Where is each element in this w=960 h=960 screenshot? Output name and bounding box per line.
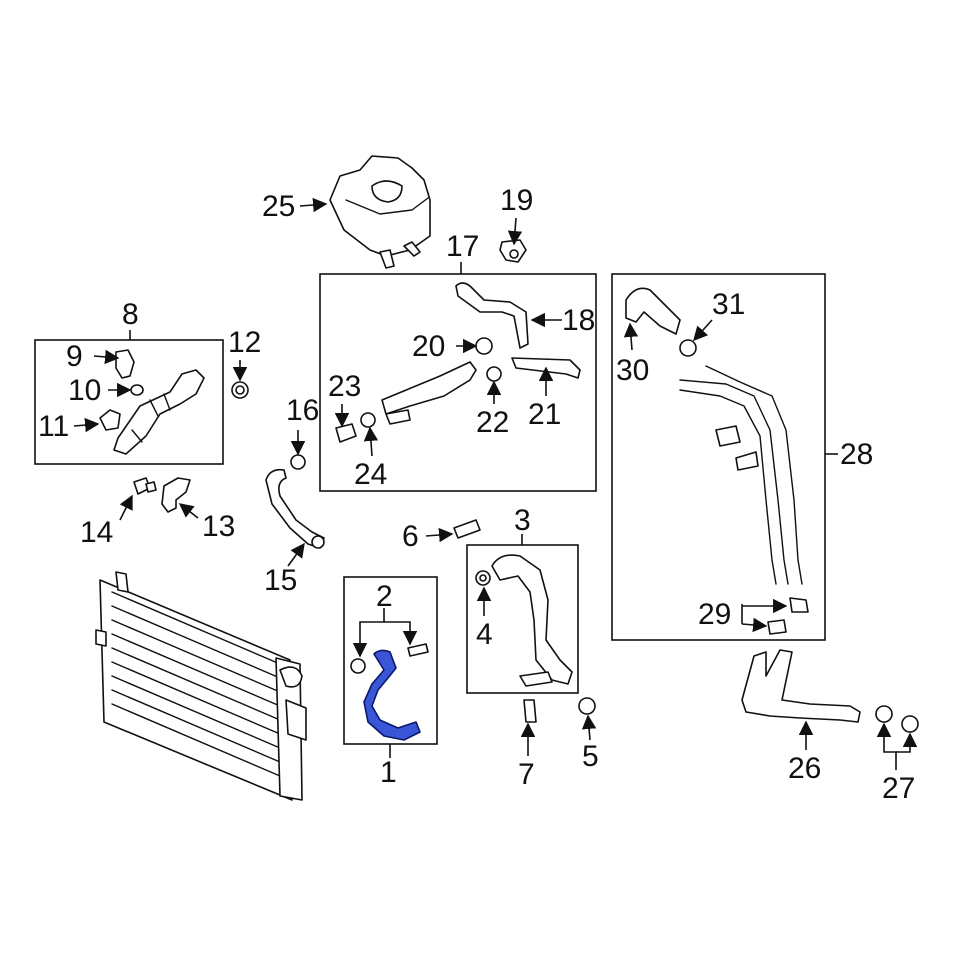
bracket-13 — [161, 477, 191, 513]
callout-27: 27 — [882, 772, 915, 805]
group-28-parts — [625, 287, 809, 635]
callout-30: 30 — [616, 354, 649, 387]
callout-16: 16 — [286, 394, 319, 427]
clamp-2 — [350, 658, 366, 674]
callout-13: 13 — [202, 510, 235, 543]
hose-3 — [491, 554, 573, 687]
bolt-2 — [407, 643, 429, 657]
clamps-27 — [875, 705, 919, 733]
callout-8: 8 — [122, 298, 139, 331]
coolant-reservoir — [329, 155, 431, 269]
group-8-parts — [99, 349, 205, 455]
callout-25: 25 — [262, 190, 295, 223]
callout-labels: 1 2 3 4 5 6 7 8 9 10 11 12 13 14 15 16 1… — [38, 184, 915, 805]
group-box-17 — [319, 273, 597, 492]
callout-26: 26 — [788, 752, 821, 785]
bolt-7 — [523, 699, 537, 723]
callout-6: 6 — [402, 520, 419, 553]
hose-1-highlighted — [363, 649, 421, 741]
leader-lines — [73, 197, 918, 770]
callout-11: 11 — [38, 410, 69, 443]
callout-20: 20 — [412, 330, 445, 363]
callout-2: 2 — [376, 580, 393, 613]
hose-15 — [265, 468, 325, 549]
bolt-14 — [133, 477, 157, 495]
clip-19 — [499, 239, 527, 263]
hose-26 — [741, 649, 861, 723]
callout-17: 17 — [446, 230, 479, 263]
clamp-12 — [231, 381, 249, 399]
clamp-5 — [578, 697, 596, 715]
callout-14: 14 — [80, 516, 113, 549]
callout-5: 5 — [582, 740, 599, 773]
callout-24: 24 — [354, 458, 387, 491]
callout-10: 10 — [68, 374, 101, 407]
callout-3: 3 — [514, 504, 531, 537]
callout-18: 18 — [562, 304, 595, 337]
group-17-parts — [335, 282, 581, 443]
bolt-6 — [453, 519, 481, 539]
callout-12: 12 — [228, 326, 261, 359]
callout-22: 22 — [476, 406, 509, 439]
callout-21: 21 — [528, 398, 561, 431]
callout-15: 15 — [264, 564, 297, 597]
group-box-8 — [34, 339, 224, 465]
callout-4: 4 — [476, 618, 493, 651]
clamp-16 — [290, 454, 306, 470]
callout-19: 19 — [500, 184, 533, 217]
callout-7: 7 — [518, 758, 535, 791]
radiator — [95, 571, 307, 801]
callout-23: 23 — [328, 370, 361, 403]
group-box-28 — [611, 273, 826, 641]
callout-28: 28 — [840, 438, 873, 471]
callout-9: 9 — [66, 340, 83, 373]
callout-31: 31 — [712, 288, 745, 321]
callout-29: 29 — [698, 598, 731, 631]
callout-1: 1 — [380, 756, 397, 789]
oring-4 — [475, 570, 491, 586]
